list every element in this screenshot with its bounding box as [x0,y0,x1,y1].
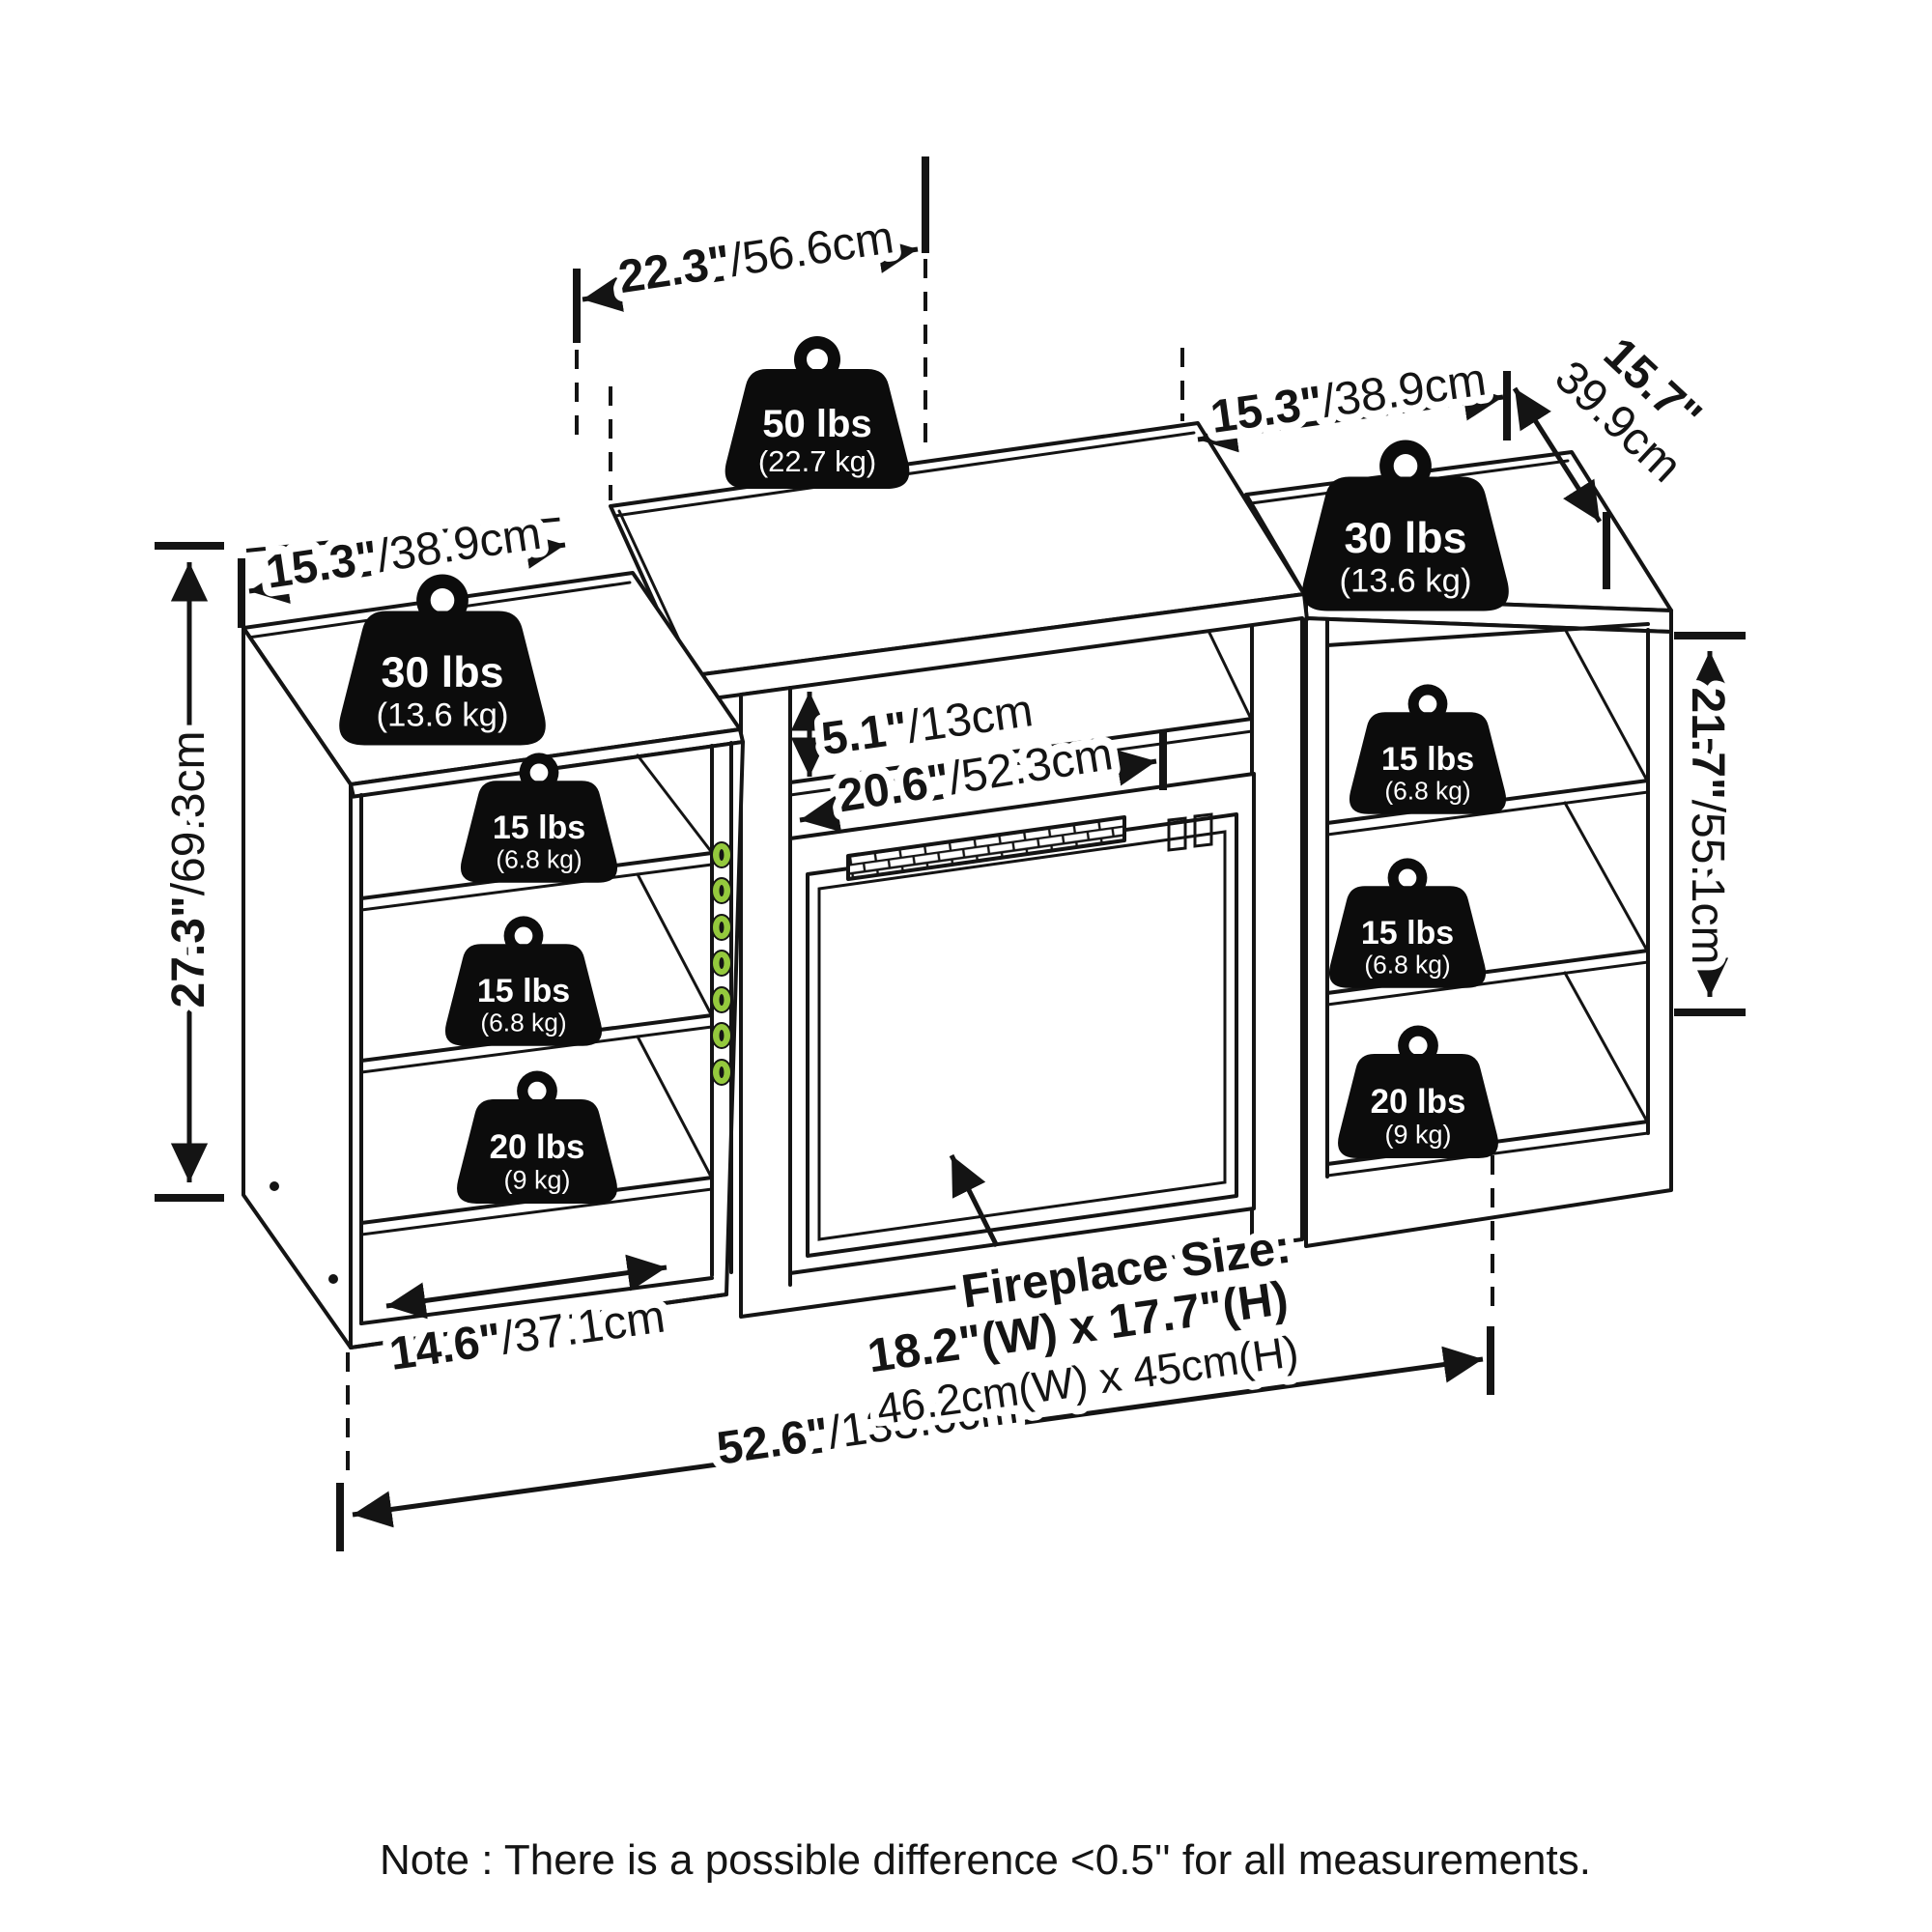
dim-left-top-width: 15.3"/38.9cm [263,508,545,599]
weight-ring-hole [1398,868,1417,888]
left-cabinet-depth-line-3 [636,1035,712,1177]
weight-capacity-sublabel: (9 kg) [504,1165,571,1194]
right-cabinet-depth-line-3 [1563,971,1648,1122]
weight-capacity-label: 15 lbs [1361,915,1454,952]
weight-capacity-label: 30 lbs [1345,514,1467,562]
weight-ring-hole [430,588,455,612]
weight-capacity-label: 15 lbs [477,973,570,1009]
weight-left-shelf-1: 15 lbs(6.8 kg) [460,753,618,883]
weight-capacity-label: 20 lbs [490,1128,585,1166]
left-cabinet-shelf-3-thickness [359,1187,714,1236]
weight-body [444,944,603,1046]
dim-top-width: 22.3"/56.6cm [615,212,897,303]
shelf-pin-hole-slot [719,1066,724,1078]
weight-badges: 50 lbs(22.7 kg)30 lbs(13.6 kg)30 lbs(13.… [339,336,1509,1204]
dim-left-height-group: 27.3"/69.3cm [155,542,224,1202]
weight-right-shelf-3: 20 lbs(9 kg) [1338,1025,1498,1158]
dim-right-height: 21.7"/55.1cm [1682,688,1733,965]
fireplace-button-1 [1167,816,1187,852]
side-panel-hole-1 [270,1181,279,1191]
weight-ring-hole [1393,454,1418,478]
dim-arrow-line [799,749,1157,833]
shelf-pin-hole-slot [719,885,724,896]
weight-left-shelf-2: 15 lbs(6.8 kg) [444,916,603,1046]
weight-capacity-sublabel: (6.8 kg) [480,1008,566,1037]
dimension-annotations: 22.3"/56.6cm 15.3"/38.9cm 15.3"/38.9cm 1… [155,156,1746,1551]
weight-body [1302,476,1509,611]
fireplace-glass-inner-line [817,830,1227,1241]
weight-left-shelf-3: 20 lbs(9 kg) [457,1070,617,1204]
weight-capacity-sublabel: (22.7 kg) [758,444,876,478]
dim-right-top-width: 15.3"/38.9cm [1208,354,1490,442]
weight-capacity-sublabel: (6.8 kg) [1364,950,1450,979]
right-cabinet-shelf-2-thickness [1325,960,1650,1007]
shelf-pin-hole-slot [719,922,724,933]
left-cabinet-depth-line-1 [636,753,712,852]
weight-capacity-label: 15 lbs [1381,741,1474,778]
right-cabinet-depth-line-2 [1563,801,1648,951]
fireplace-size-label-group: Fireplace Size: 18.2"(W) x 17.7"(H) 46.2… [856,1153,1310,1443]
weight-center-top: 50 lbs(22.7 kg) [724,336,910,489]
dim-right-top-width-group: 15.3"/38.9cm [1180,345,1511,453]
weight-body [339,611,546,746]
dim-arrow-line [582,237,919,312]
left-cabinet-shelf-2-thickness [359,1025,714,1074]
weight-body [457,1099,617,1204]
weight-ring-hole [1408,1036,1428,1055]
dim-arrow-line [1197,384,1504,453]
left-cabinet-depth-line-2 [636,872,712,1014]
weight-capacity-label: 50 lbs [762,403,871,445]
dim-arrow-line [1512,386,1603,524]
weight-right-shelf-1: 15 lbs(6.8 kg) [1349,684,1507,814]
weight-right-shelf-2: 15 lbs(6.8 kg) [1328,858,1487,988]
weight-ring-hole [514,926,533,946]
weight-capacity-sublabel: (6.8 kg) [1384,776,1470,805]
shelf-pin-hole-slot [719,957,724,969]
weight-capacity-sublabel: (6.8 kg) [496,844,582,873]
dim-arrow-line [248,531,566,605]
fireplace-button-2 [1193,812,1213,848]
weight-capacity-label: 20 lbs [1371,1083,1466,1121]
weight-right-top: 30 lbs(13.6 kg) [1302,440,1509,611]
note-text: Note : There is a possible difference <0… [380,1836,1591,1884]
dim-arrow-line [352,1346,1484,1528]
dim-left-height: 27.3"/69.3cm [163,731,214,1009]
dim-arrow-line [385,1254,668,1320]
center-open-shelf-depth-line [1208,631,1252,719]
weight-capacity-sublabel: (13.6 kg) [376,696,508,733]
shelf-pin-holes [711,841,732,1086]
dim-right-height-group: 21.7"/55.1cm [1673,632,1746,1016]
weight-body [724,369,910,489]
weight-ring-hole [527,1081,547,1100]
weight-capacity-label: 30 lbs [382,648,504,696]
shelf-pin-hole-slot [719,849,724,861]
weight-body [1328,886,1487,988]
weight-body [1349,712,1507,814]
shelf-pin-hole-slot [719,994,724,1006]
weight-body [460,781,618,883]
weight-capacity-label: 15 lbs [493,810,585,846]
weight-capacity-sublabel: (9 kg) [1385,1120,1452,1149]
weight-ring-hole [529,763,549,782]
weight-capacity-sublabel: (13.6 kg) [1339,562,1471,599]
weight-body [1338,1054,1498,1158]
fireplace-pointer-arrow [949,1153,1000,1248]
dim-extension-dashed [245,517,566,553]
weight-ring-hole [1418,695,1437,714]
side-panel-hole-2 [328,1274,338,1284]
right-cabinet-ceiling-line [1325,622,1650,647]
right-cabinet-depth-line-1 [1563,627,1648,781]
weight-ring-hole [807,349,828,370]
shelf-pin-hole-slot [719,1030,724,1041]
left-cabinet-shelf-1-thickness [359,863,714,912]
